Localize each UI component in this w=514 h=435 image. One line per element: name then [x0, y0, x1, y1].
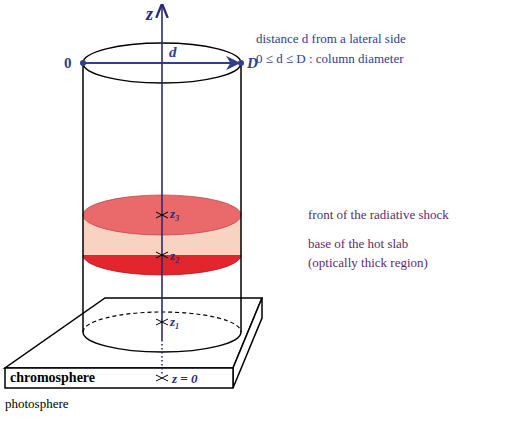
slab-front-face — [5, 368, 233, 388]
layer-name: chromosphere — [10, 371, 95, 385]
region-label: front of the radiative shock — [308, 208, 449, 221]
height-label: z = 0 — [172, 372, 197, 385]
note: distance d from a lateral side — [256, 32, 406, 45]
axis-label: z — [146, 5, 153, 23]
slab-top-face — [5, 298, 262, 368]
z-axis-hidden — [161, 340, 163, 376]
z-tick — [156, 252, 168, 258]
diameter-end — [80, 60, 86, 66]
height-label: z₁ — [170, 315, 180, 328]
z-ticks — [156, 212, 168, 381]
height-label: z₃ — [170, 207, 180, 220]
z-tick — [156, 319, 168, 325]
z-tick — [156, 212, 168, 218]
diameter-arrow — [83, 62, 239, 64]
column-side — [240, 63, 242, 332]
column-side — [82, 63, 84, 332]
slab-side-face — [233, 298, 262, 388]
chromosphere-slab — [5, 298, 262, 388]
chromosphere-slab-face: chromosphere z = 0 — [5, 368, 233, 388]
distance-label: d — [168, 45, 178, 60]
z-tick — [156, 375, 168, 381]
height-label: z₂ — [170, 249, 180, 262]
region-label: (optically thick region) — [308, 256, 428, 269]
region-label: base of the hot slab — [308, 237, 408, 250]
layer-label: photosphere — [5, 397, 69, 410]
diameter-origin: 0 — [64, 56, 72, 71]
diameter-end — [238, 60, 244, 66]
z-axis — [161, 5, 163, 340]
note: 0 ≤ d ≤ D : column diameter — [256, 52, 404, 65]
